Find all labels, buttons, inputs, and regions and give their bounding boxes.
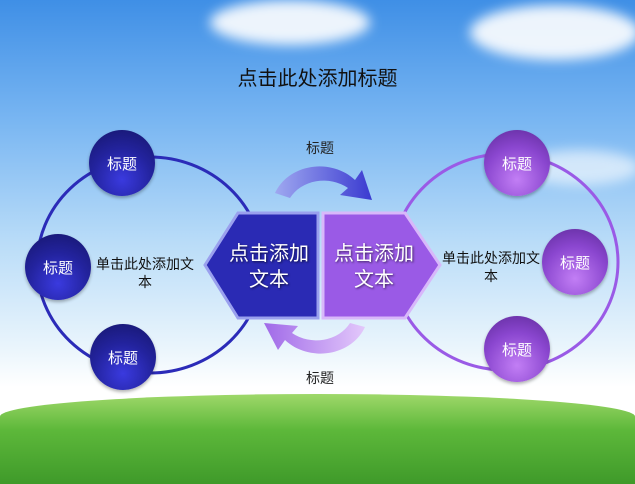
slide-title[interactable]: 点击此处添加标题: [237, 66, 398, 90]
left-ball-bottom[interactable]: 标题: [90, 324, 156, 390]
right-ball-top[interactable]: 标题: [484, 130, 550, 196]
right-hexagon-text[interactable]: 点击添加文本: [334, 240, 414, 291]
right-ball-middle[interactable]: 标题: [542, 229, 608, 295]
right-ball-bottom[interactable]: 标题: [484, 316, 550, 382]
left-ball-top[interactable]: 标题: [89, 130, 155, 196]
top-arrow-label[interactable]: 标题: [306, 141, 334, 157]
bottom-arrow: [264, 323, 365, 354]
grass-background: [0, 394, 635, 484]
left-ball-middle[interactable]: 标题: [25, 234, 91, 300]
left-hexagon-shape: [203, 211, 320, 320]
bottom-arrow-label[interactable]: 标题: [306, 371, 334, 387]
cloud: [470, 5, 635, 60]
left-hexagon-text[interactable]: 点击添加文本: [229, 240, 309, 291]
left-description[interactable]: 单击此处添加文本: [96, 257, 194, 291]
right-hexagon-shape: [321, 211, 442, 320]
right-description[interactable]: 单击此处添加文本: [442, 251, 540, 285]
cloud: [210, 0, 370, 45]
top-arrow: [275, 166, 372, 200]
